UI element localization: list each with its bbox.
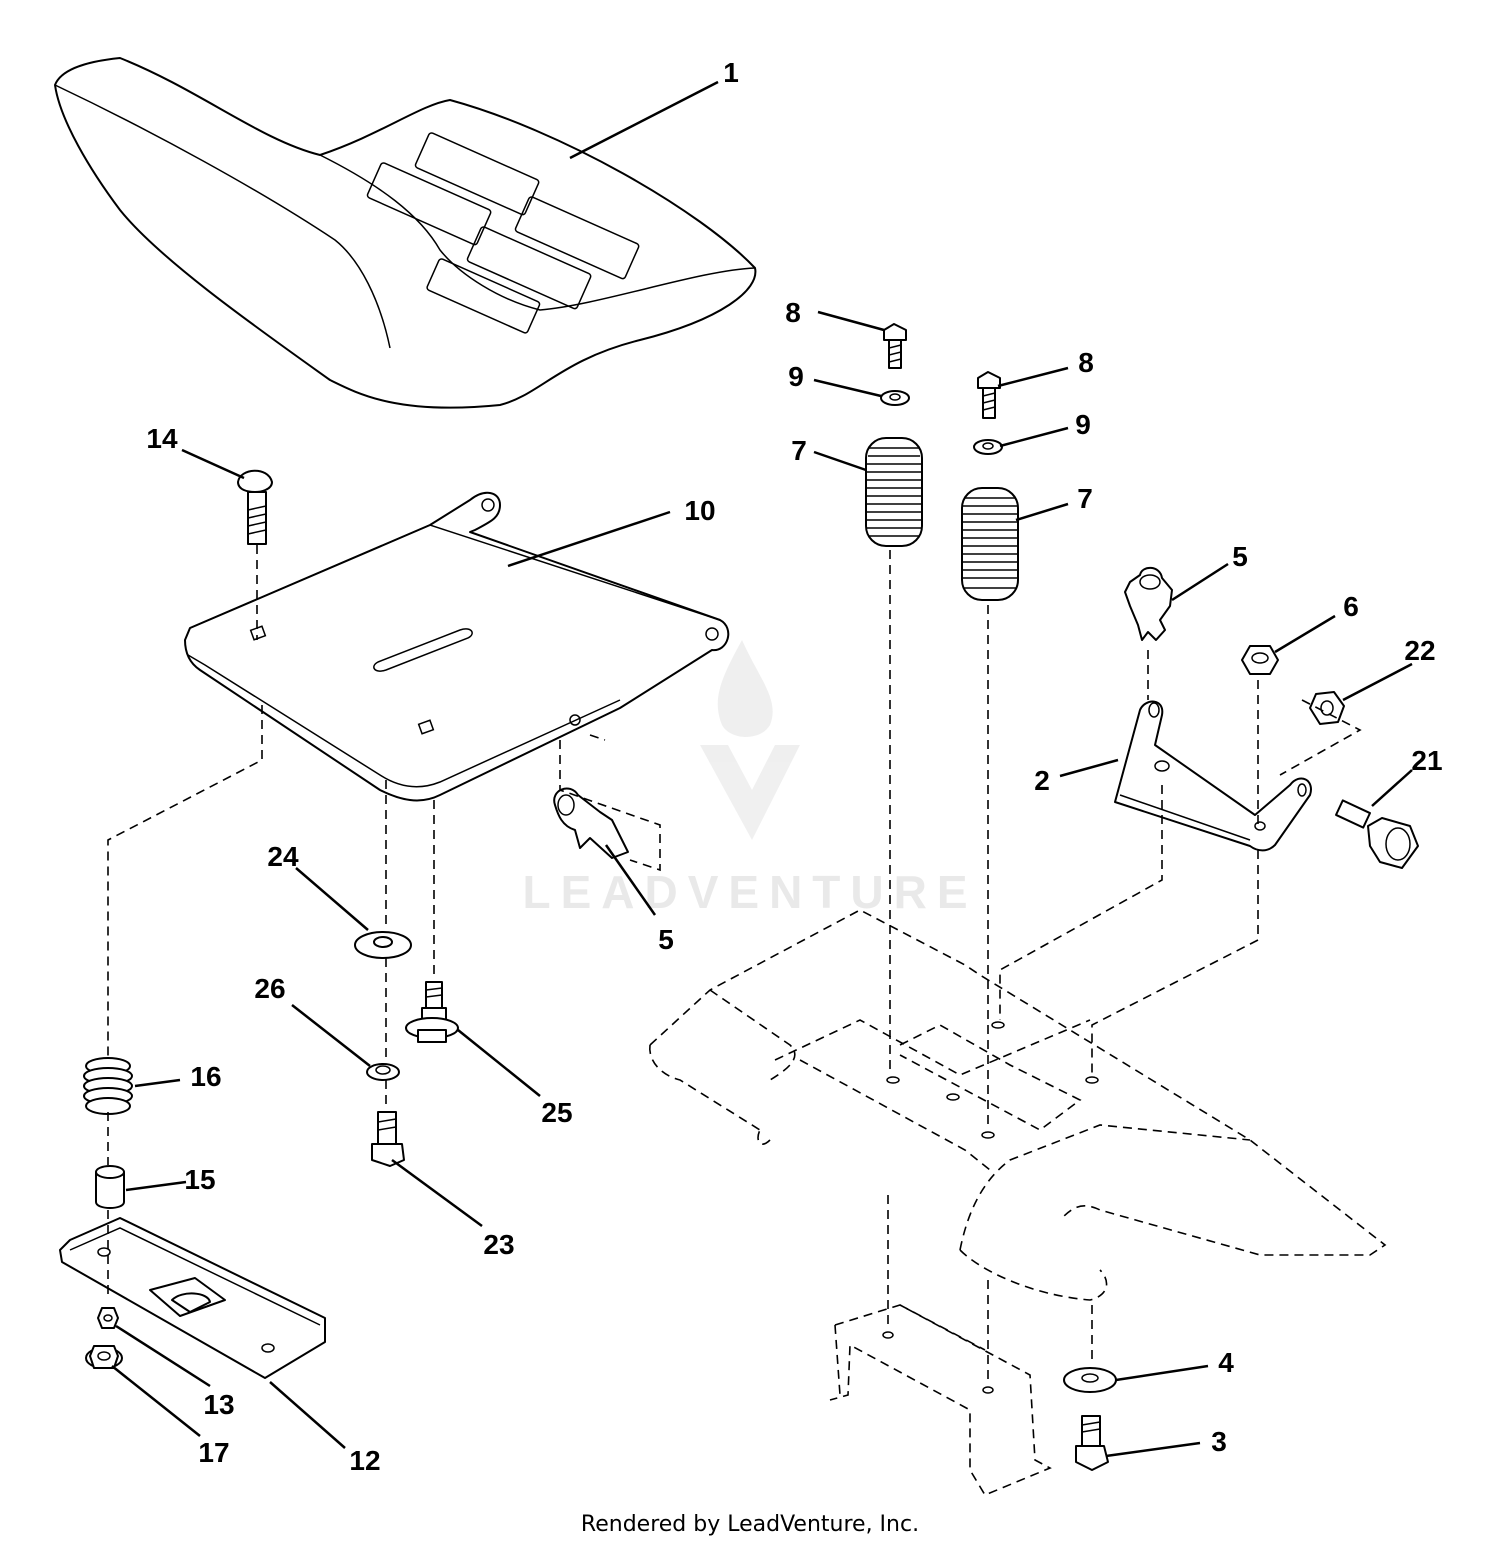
bushing-part-15 bbox=[95, 1165, 125, 1209]
callout-25: 25 bbox=[541, 1097, 572, 1128]
callout-15: 15 bbox=[184, 1164, 215, 1195]
callout-8-right: 8 bbox=[1078, 347, 1094, 378]
spring-part-7-right bbox=[961, 487, 1019, 601]
nut-part-13 bbox=[97, 1307, 119, 1329]
callout-7-left: 7 bbox=[791, 435, 807, 466]
callout-22: 22 bbox=[1404, 635, 1435, 666]
seat-part-1 bbox=[54, 57, 757, 409]
callout-3: 3 bbox=[1211, 1426, 1227, 1457]
callout-26: 26 bbox=[254, 973, 285, 1004]
washer-part-24 bbox=[354, 931, 412, 959]
callout-5-left: 5 bbox=[658, 924, 674, 955]
shoulder-bolt-part-25 bbox=[405, 981, 459, 1043]
frame-phantom bbox=[649, 909, 1387, 1497]
clip-part-5-right bbox=[1124, 566, 1173, 641]
seat-pan-part-10 bbox=[184, 491, 730, 802]
callout-9-right: 9 bbox=[1075, 409, 1091, 440]
callout-9-left: 9 bbox=[788, 361, 804, 392]
bolt-part-23 bbox=[371, 1111, 405, 1167]
callout-13: 13 bbox=[203, 1389, 234, 1420]
lock-washer-part-26 bbox=[366, 1063, 400, 1081]
leader-lines bbox=[111, 80, 1413, 1458]
carriage-bolt-part-14 bbox=[237, 469, 273, 545]
spring-part-16 bbox=[83, 1057, 133, 1115]
callout-7-right: 7 bbox=[1077, 483, 1093, 514]
callout-10: 10 bbox=[684, 495, 715, 526]
screw-part-8-left bbox=[883, 323, 907, 369]
callout-1: 1 bbox=[723, 57, 739, 88]
nut-part-6 bbox=[1241, 645, 1279, 675]
callout-6: 6 bbox=[1343, 591, 1359, 622]
nut-part-22 bbox=[1309, 691, 1345, 725]
callout-14: 14 bbox=[146, 423, 178, 454]
bracket-part-12 bbox=[59, 1217, 326, 1379]
callout-8-left: 8 bbox=[785, 297, 801, 328]
watermark-logo bbox=[700, 640, 800, 840]
spring-part-7-left bbox=[865, 437, 923, 547]
callout-12: 12 bbox=[349, 1445, 380, 1476]
callout-24: 24 bbox=[267, 841, 299, 872]
screw-part-8-right bbox=[977, 371, 1001, 419]
callout-16: 16 bbox=[190, 1061, 221, 1092]
callout-2: 2 bbox=[1034, 765, 1050, 796]
bracket-part-2 bbox=[1114, 700, 1312, 852]
bolt-part-21 bbox=[1335, 799, 1419, 869]
washer-part-9-right bbox=[973, 439, 1003, 455]
clip-part-5-left bbox=[553, 787, 629, 859]
assembly-lines bbox=[107, 545, 1362, 1385]
callout-21: 21 bbox=[1411, 745, 1442, 776]
washer-part-9-left bbox=[880, 390, 910, 406]
callout-17: 17 bbox=[198, 1437, 229, 1468]
render-credit: Rendered by LeadVenture, Inc. bbox=[580, 1512, 920, 1537]
callout-4: 4 bbox=[1218, 1347, 1234, 1378]
watermark-text: LEADVENTURE bbox=[522, 866, 977, 918]
callouts: 1 14 10 8 9 7 8 9 7 5 6 22 2 21 5 24 26 … bbox=[146, 57, 1442, 1476]
bolt-part-3 bbox=[1075, 1415, 1109, 1471]
callout-5-right: 5 bbox=[1232, 541, 1248, 572]
washer-part-4 bbox=[1063, 1367, 1117, 1393]
callout-23: 23 bbox=[483, 1229, 514, 1260]
flange-nut-part-17 bbox=[85, 1345, 123, 1369]
